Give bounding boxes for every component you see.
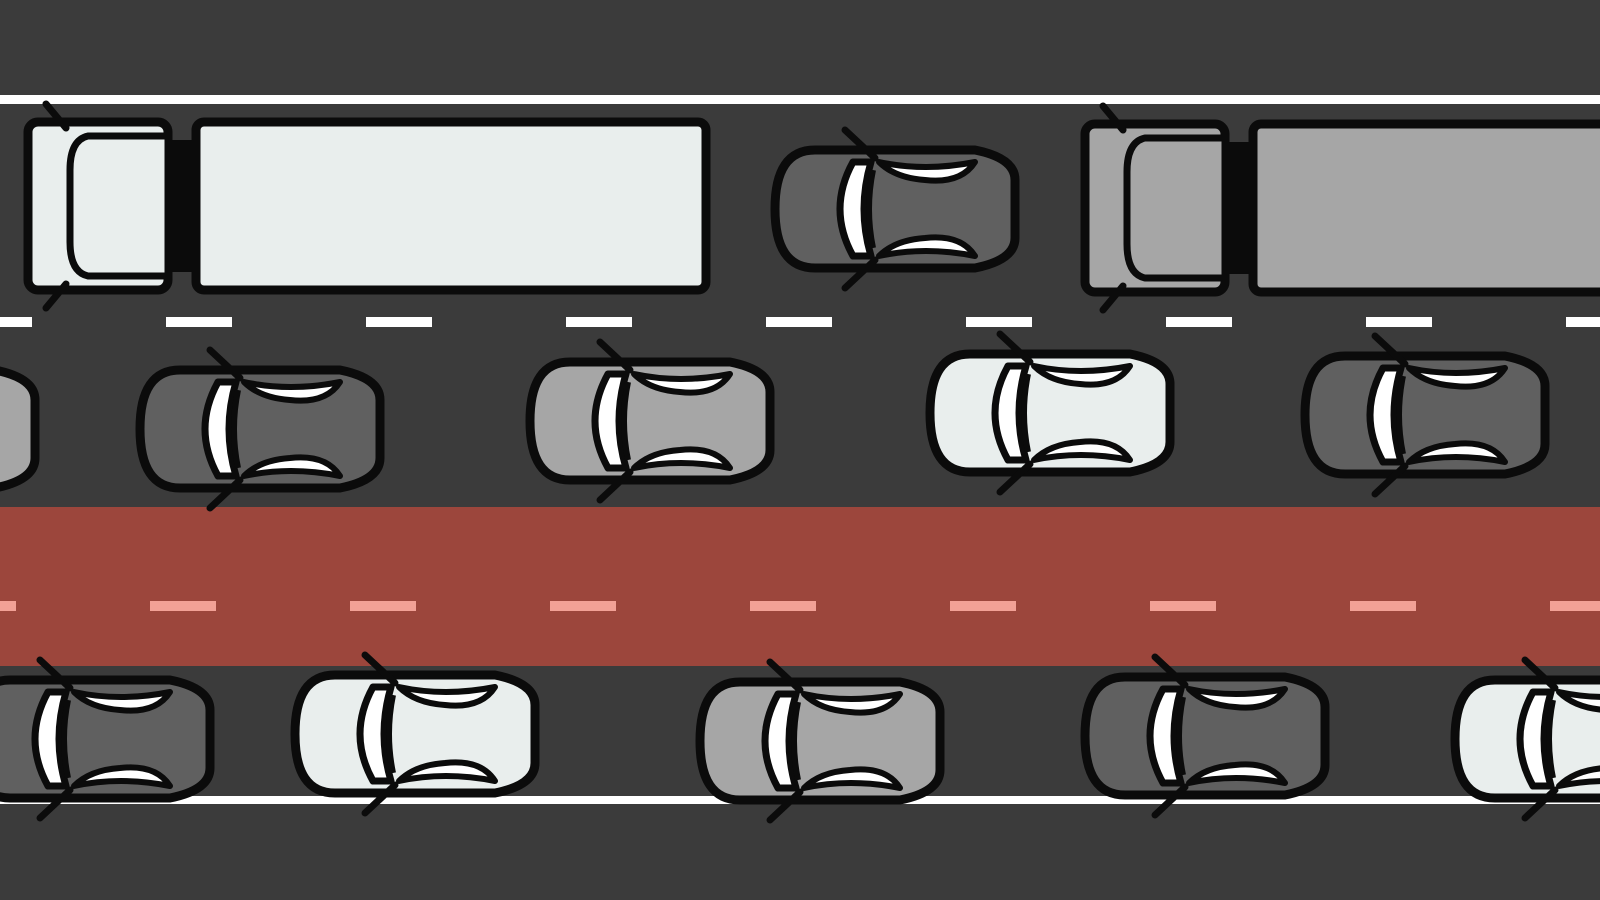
bus-lane-dash [0, 601, 16, 611]
bus-lane-dash [950, 601, 1016, 611]
lane-dash [766, 317, 832, 327]
car-lane2-gray [530, 342, 770, 500]
bus-lane-dash [1350, 601, 1416, 611]
lane-dash [966, 317, 1032, 327]
truck-gray-trailer [1248, 119, 1600, 297]
lane-dash [1566, 317, 1600, 327]
car-lane3-gray [700, 662, 940, 820]
truck-gray [1080, 102, 1600, 314]
bus-lane-dashes [0, 601, 1600, 611]
car-lane1-dark [775, 130, 1015, 288]
lane-dash [166, 317, 232, 327]
car-lane3-dark-left [0, 660, 210, 818]
car-lane3-white [295, 655, 535, 813]
lane-dash [1366, 317, 1432, 327]
car-lane2-white [930, 334, 1170, 492]
lane-dash [566, 317, 632, 327]
bus-lane-dash [750, 601, 816, 611]
truck-white [23, 100, 711, 312]
bus-lane-dash [350, 601, 416, 611]
lane-dash [0, 317, 32, 327]
car-lane2-dark-right [1305, 336, 1545, 494]
bus-lane-dash [150, 601, 216, 611]
bus-lane-dash [550, 601, 616, 611]
truck-white-trailer [191, 117, 711, 295]
lane-divider-dashed [0, 317, 1600, 327]
lane-dash [366, 317, 432, 327]
car-lane2-dark [140, 350, 380, 508]
road-edge-line-top [0, 95, 1600, 104]
car-lane3-dark [1085, 657, 1325, 815]
bus-lane [0, 507, 1600, 666]
car-lane3-white-right [1455, 660, 1600, 818]
lane-dash [1166, 317, 1232, 327]
bus-lane-dash [1550, 601, 1600, 611]
bus-lane-dash [1150, 601, 1216, 611]
